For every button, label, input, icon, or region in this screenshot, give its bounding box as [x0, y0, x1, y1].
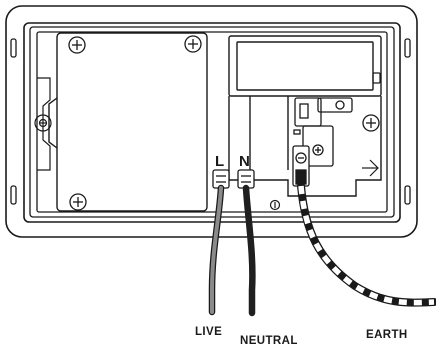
screw-icon	[68, 36, 86, 54]
back-box	[29, 26, 395, 218]
wire-label-live: LIVE	[195, 326, 222, 338]
screw-icon	[69, 193, 87, 211]
earth-symbol-icon	[269, 199, 281, 211]
screw-icon	[184, 35, 202, 53]
terminal-label-neutral: N	[239, 153, 250, 170]
faceplate	[5, 5, 418, 238]
wire-label-neutral: NEUTRAL	[240, 335, 298, 347]
live-wire	[208, 184, 225, 316]
screw-icon	[362, 114, 380, 132]
neutral-wire	[242, 184, 256, 317]
earth-wire	[297, 182, 436, 307]
terminal-label-live: L	[215, 153, 224, 170]
earth-terminal	[292, 145, 310, 187]
mounting-slots	[10, 38, 411, 205]
side-clip	[362, 72, 381, 177]
corner-screws	[68, 35, 380, 211]
blank-module-plate	[48, 32, 208, 212]
terminal-housing	[228, 35, 382, 197]
left-bracket	[34, 77, 52, 171]
wire-label-earth: EARTH	[366, 329, 408, 341]
live-terminal	[212, 169, 230, 189]
